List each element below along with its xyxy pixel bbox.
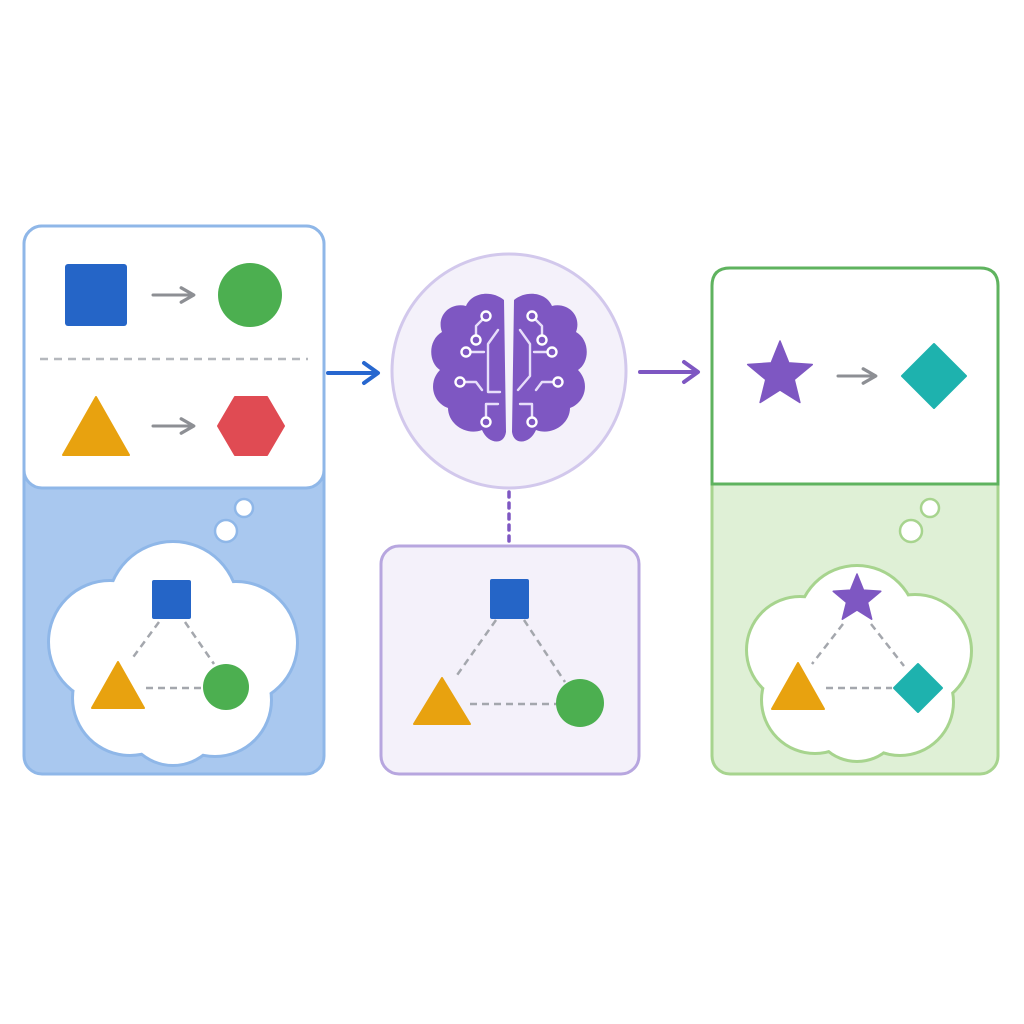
relation-line — [129, 621, 161, 661]
thought-dot-icon — [233, 497, 255, 519]
input-example-row-2 — [62, 396, 285, 456]
input-thought-bubble — [47, 497, 299, 767]
thought-dot-icon — [213, 518, 239, 544]
model-circle — [390, 252, 628, 490]
relation-line — [870, 623, 905, 667]
brain-circuit-icon — [431, 293, 587, 442]
square-icon — [152, 580, 191, 619]
circle-icon — [203, 664, 249, 710]
thought-dot-icon — [919, 497, 941, 519]
circle-icon — [556, 679, 604, 727]
relation-line — [522, 619, 567, 683]
output-thought-bubble — [745, 497, 973, 763]
input-panel — [22, 224, 326, 776]
model-node — [390, 252, 628, 490]
model-representation-card — [379, 544, 641, 776]
diamond-icon — [901, 343, 967, 409]
output-panel — [710, 266, 1000, 776]
output-example-row — [746, 340, 967, 409]
relation-line — [811, 623, 844, 665]
circle-icon — [218, 263, 282, 327]
model-to-output-arrow — [638, 360, 700, 384]
square-icon — [65, 264, 127, 326]
thought-dot-icon — [898, 518, 924, 544]
triangle-icon — [413, 677, 471, 725]
star-icon — [832, 573, 882, 620]
triangle-icon — [771, 662, 825, 710]
star-icon — [746, 340, 814, 404]
input-example-row-1 — [65, 263, 282, 327]
square-icon — [490, 579, 529, 619]
input-to-model-arrow — [326, 361, 380, 385]
relation-line — [183, 621, 216, 665]
diamond-icon — [893, 663, 943, 713]
triangle-icon — [62, 396, 130, 456]
hexagon-icon — [217, 396, 285, 456]
triangle-icon — [91, 661, 145, 709]
